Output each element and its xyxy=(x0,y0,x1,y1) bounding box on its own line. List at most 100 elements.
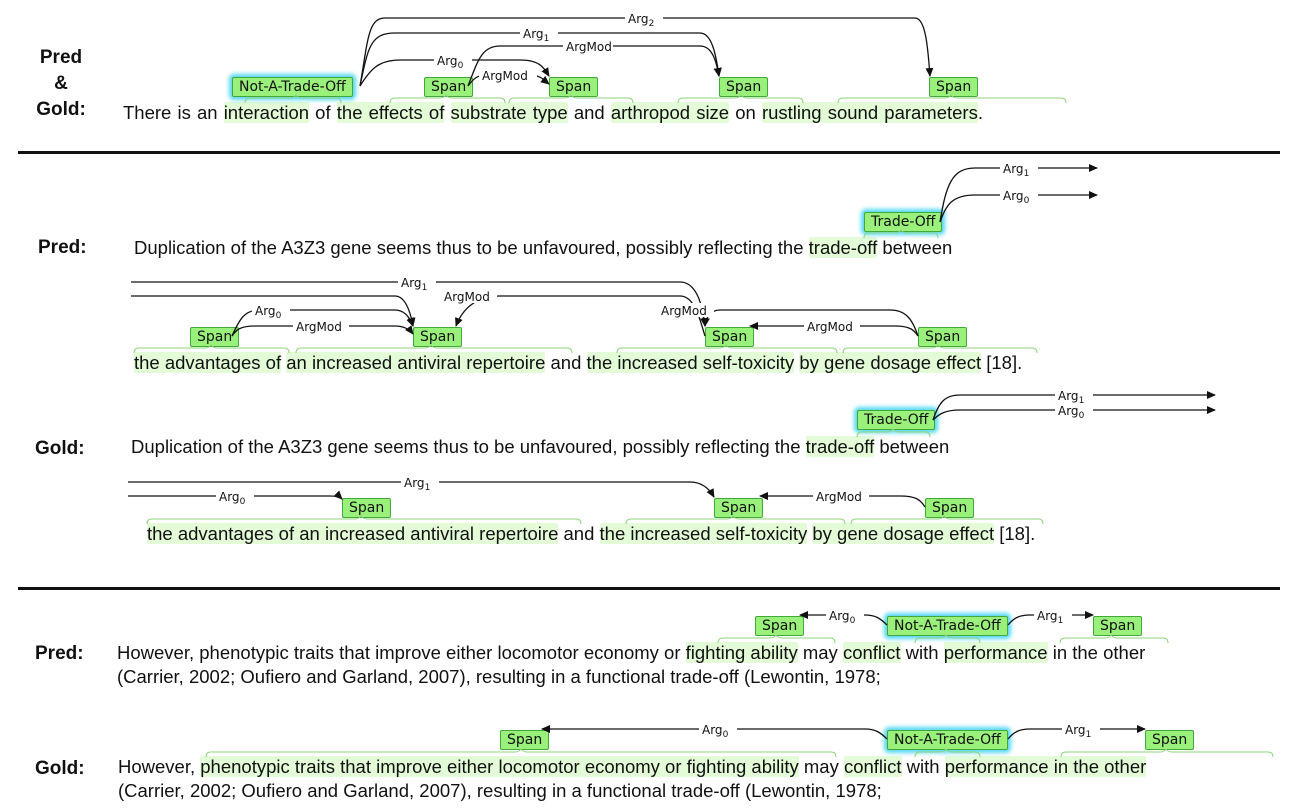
ex2-gold-sentence-line2: the advantages of an increased antiviral… xyxy=(147,523,1035,545)
sentence-text: Duplication of the A3Z3 gene seems thus … xyxy=(131,436,806,457)
sentence-text: in the other xyxy=(1047,642,1146,663)
highlighted-span: an increased antiviral repertoire xyxy=(286,352,546,373)
ex2-pred-label: Pred: xyxy=(38,237,87,258)
pred-gold-label-line1: Pred xyxy=(39,47,83,68)
ex2-pred-arc-arg0-line2 xyxy=(231,309,414,337)
arc-label-ex2g-arg0: Arg0 xyxy=(1058,404,1085,421)
bracket xyxy=(205,748,837,758)
ex2-gold-arc-arg0 xyxy=(932,406,1216,421)
arc-label-bg xyxy=(398,275,436,289)
ex3-pred-sentence-line1: However, phenotypic traits that improve … xyxy=(117,642,1145,664)
highlighted-span: by gene dosage effect xyxy=(812,523,995,544)
highlighted-span: trade-off xyxy=(808,237,878,258)
ex1-arc-arg1 xyxy=(359,32,722,87)
arc-label-ex2g-argmod: ArgMod xyxy=(816,490,862,504)
ex2-pred-arc-argmod-back xyxy=(455,295,706,337)
arc-label-bg xyxy=(1000,188,1038,202)
arc-label-bg xyxy=(563,39,613,53)
ex1-trigger-tag: Not-A-Trade-Off xyxy=(232,77,353,97)
pred-gold-label: Pred & Gold: xyxy=(30,45,92,123)
ex2-gold-arc-arg0-line2 xyxy=(128,490,343,500)
pred-gold-label-line2: & xyxy=(54,73,68,94)
highlighted-span: by gene dosage effect xyxy=(799,352,982,373)
ex2-gold-label: Gold: xyxy=(35,438,85,459)
divider-1 xyxy=(18,151,1280,154)
arc-label-bg xyxy=(441,289,497,303)
sentence-text: of xyxy=(309,102,337,123)
ex1-span-tag-1: Span xyxy=(424,77,474,97)
arc-label-ex2p-argmod-line2: ArgMod xyxy=(444,290,490,304)
sentence-text: and xyxy=(567,102,611,123)
sentence-text: between xyxy=(874,436,950,457)
arc-label-ex1-argmod: ArgMod xyxy=(566,40,612,54)
arc-label-bg xyxy=(1034,608,1072,622)
highlighted-span: the increased self-toxicity xyxy=(599,523,808,544)
highlighted-span: performance xyxy=(943,642,1048,663)
highlighted-span: the advantages of xyxy=(134,352,282,373)
bracket xyxy=(625,515,846,525)
arc-label-bg xyxy=(1062,722,1100,736)
ex3-pred-span-tag-2: Span xyxy=(1093,616,1143,636)
ex3-gold-label: Gold: xyxy=(35,758,85,779)
sentence-text: Duplication of the A3Z3 gene seems thus … xyxy=(134,237,809,258)
bracket xyxy=(1059,634,1169,644)
ex2-pred-span-tag-3: Span xyxy=(705,327,755,347)
bracket xyxy=(677,94,804,104)
arc-label-bg xyxy=(1055,388,1093,402)
arc-label-bg xyxy=(520,26,558,40)
arc-label-bg xyxy=(625,11,663,25)
arc-label-bg xyxy=(434,53,472,67)
ex3-pred-sentence-line2: (Carrier, 2002; Oufiero and Garland, 200… xyxy=(117,666,881,687)
arc-label-bg xyxy=(658,303,714,317)
sentence-text: There is an xyxy=(123,102,224,123)
arc-label-ex2g-arg1-line2: Arg1 xyxy=(404,476,430,493)
sentence-text: and xyxy=(558,523,600,544)
arc-label-ex3g-arg1: Arg1 xyxy=(1065,723,1091,740)
arc-label-ex1-arg1: Arg1 xyxy=(523,27,549,44)
bracket xyxy=(508,94,634,104)
ex3-gold-span-tag-1: Span xyxy=(500,730,550,750)
highlighted-span: the advantages of an increased antiviral… xyxy=(147,523,559,544)
arc-label-ex3p-arg1: Arg1 xyxy=(1037,609,1063,626)
ex3-gold-arc-arg0 xyxy=(541,725,888,740)
highlighted-span: arthropod size xyxy=(610,102,730,123)
arc-label-bg xyxy=(293,319,349,333)
ex3-gold-sentence-line1: However, phenotypic traits that improve … xyxy=(118,756,1147,778)
ex2-gold-arc-arg1-line2 xyxy=(128,481,715,498)
ex2-pred-span-tag-4: Span xyxy=(918,327,968,347)
sentence-text: with xyxy=(901,756,945,777)
arc-label-bg xyxy=(826,608,864,622)
highlighted-span: performance in the other xyxy=(944,756,1147,777)
ex3-gold-trigger-tag: Not-A-Trade-Off xyxy=(887,730,1008,750)
ex2-pred-sentence-line2: the advantages of an increased antiviral… xyxy=(134,352,1022,374)
bracket xyxy=(146,515,582,525)
ex1-sentence: There is an interaction of the effects o… xyxy=(123,102,983,124)
arc-label-ex2p-arg1: Arg1 xyxy=(1003,162,1029,179)
ex2-pred-sentence-line1: Duplication of the A3Z3 gene seems thus … xyxy=(134,237,952,259)
pred-gold-label-line3: Gold: xyxy=(36,99,86,120)
bracket xyxy=(850,515,1044,525)
highlighted-span: interaction xyxy=(223,102,310,123)
arc-label-bg xyxy=(1000,161,1038,175)
highlighted-span: phenotypic traits that improve either lo… xyxy=(200,756,799,777)
arc-label-bg xyxy=(1055,403,1093,417)
bracket xyxy=(133,344,290,354)
arc-label-ex3g-arg0: Arg0 xyxy=(702,723,729,740)
arc-label-ex2p-arg0: Arg0 xyxy=(1003,189,1030,206)
arc-label-bg xyxy=(252,303,290,317)
sentence-text: may xyxy=(797,642,843,663)
bracket xyxy=(717,634,836,644)
arc-label-bg xyxy=(699,722,737,736)
ex2-pred-span-tag-2: Span xyxy=(413,327,463,347)
sentence-text: [18]. xyxy=(994,523,1036,544)
ex1-span-tag-4: Span xyxy=(929,77,979,97)
bracket xyxy=(616,344,838,354)
arc-label-ex3p-arg0: Arg0 xyxy=(829,609,856,626)
bracket xyxy=(244,94,342,104)
bracket xyxy=(837,94,1067,104)
bracket xyxy=(389,94,506,104)
arc-label-bg xyxy=(479,68,537,82)
ex2-gold-sentence-line1: Duplication of the A3Z3 gene seems thus … xyxy=(131,436,949,458)
highlighted-span: the effects of xyxy=(336,102,445,123)
